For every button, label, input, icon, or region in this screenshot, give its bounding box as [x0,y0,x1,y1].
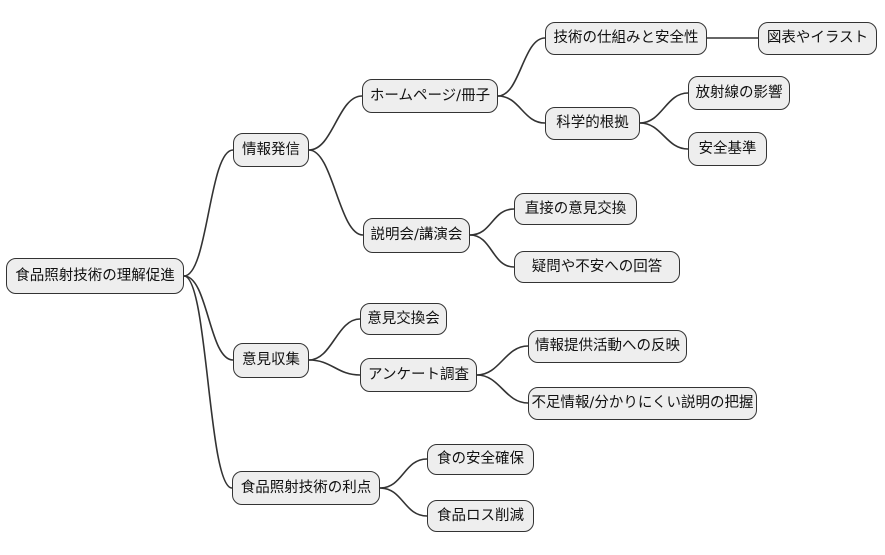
edge-root-to-info [183,149,234,277]
edge-survey-to-missing [476,374,529,404]
node-questionnaire-survey: アンケート調査 [360,358,477,392]
node-direct-opinion-exchange: 直接の意見交換 [514,193,637,225]
node-briefings-lectures: 説明会/講演会 [363,218,470,253]
node-reflect-in-information-activities: 情報提供活動への反映 [528,330,687,363]
node-food-loss-reduction: 食品ロス削減 [427,500,534,532]
edge-info-to-homepage [308,95,363,151]
node-scientific-basis: 科学的根拠 [545,107,640,140]
node-charts-illustrations: 図表やイラスト [758,22,877,55]
edge-root-to-benefits [183,275,233,489]
node-answers-to-questions-concerns: 疑問や不安への回答 [514,251,680,283]
edge-homepage-to-science [497,95,546,124]
node-grasp-missing-info-unclear-explanations: 不足情報/分かりにくい説明の把握 [528,387,757,420]
edge-benefits-to-foodsafety [379,458,428,489]
edge-root-to-opinions [183,275,234,361]
node-opinion-collection: 意見収集 [233,343,309,378]
edge-benefits-to-foodloss [379,487,428,517]
edge-info-to-seminar [308,149,364,236]
edge-seminar-to-questions [469,234,515,268]
node-technology-mechanism-safety: 技術の仕組みと安全性 [545,22,707,55]
node-information-dissemination: 情報発信 [233,133,309,167]
node-food-safety-assurance: 食の安全確保 [427,444,534,475]
edge-seminar-to-direct [469,208,515,236]
edge-opinions-to-exchange [308,318,361,361]
edge-homepage-to-mechanism [497,37,546,97]
node-safety-standards: 安全基準 [688,132,767,166]
edge-science-to-safetystd [639,122,689,150]
edge-opinions-to-survey [308,359,361,376]
node-food-irradiation-benefits: 食品照射技術の利点 [232,471,380,505]
node-opinion-exchange-meeting: 意見交換会 [360,303,447,335]
node-root-food-irradiation-understanding: 食品照射技術の理解促進 [6,258,184,294]
node-radiation-effects: 放射線の影響 [688,76,790,110]
node-homepage-booklet: ホームページ/冊子 [362,79,498,113]
edge-survey-to-feedback [476,345,529,376]
edge-science-to-radiation [639,92,689,124]
